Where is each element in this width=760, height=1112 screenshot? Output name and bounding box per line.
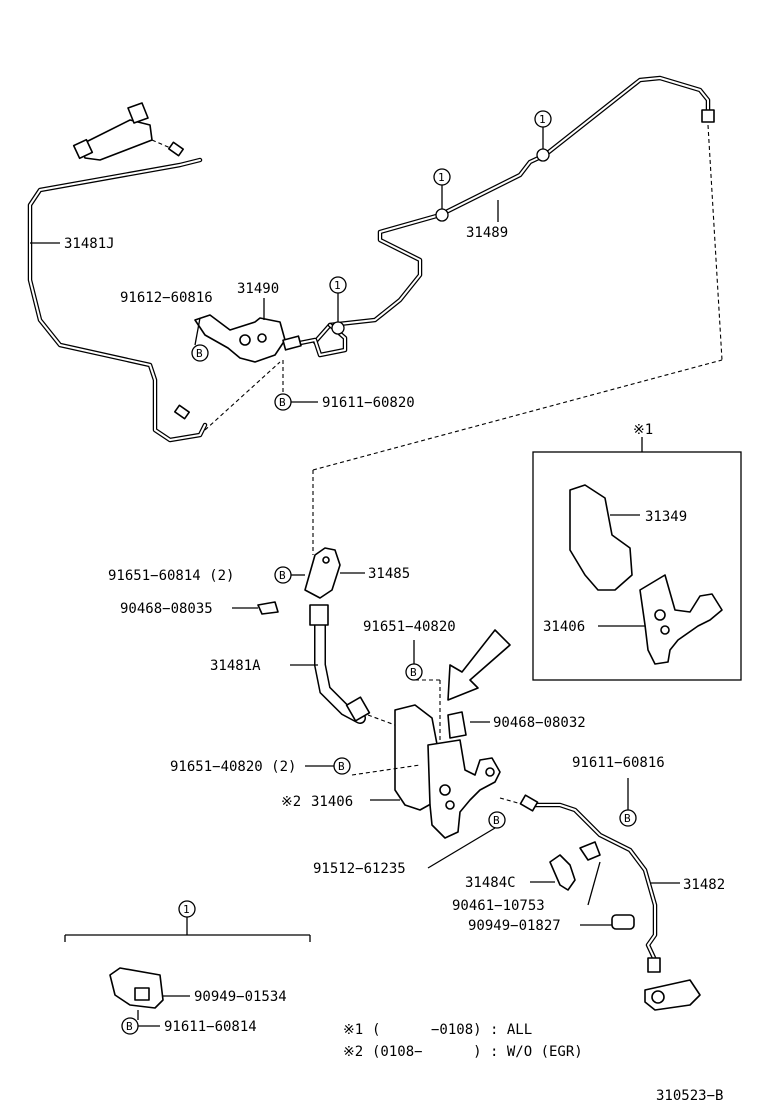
pipe-fitting-lower — [173, 404, 191, 420]
label-90949-01534: 90949−01534 — [194, 989, 287, 1005]
label-31484C: 31484C — [465, 875, 516, 891]
label-31489: 31489 — [466, 225, 508, 241]
svg-text:B: B — [279, 569, 286, 582]
label-91612-60816: 91612−60816 — [120, 290, 213, 306]
brake-pipe-31489 — [287, 75, 723, 361]
bolt-marker-91651-40820-2: B — [305, 757, 351, 775]
bracket-31485 — [304, 359, 723, 599]
note2-marker-main: ※2 — [281, 794, 301, 810]
clamp-markers: 1 1 1 — [329, 110, 552, 335]
svg-text:1: 1 — [539, 113, 546, 126]
label-91512-61235: 91512−61235 — [313, 861, 406, 877]
svg-text:B: B — [196, 347, 203, 360]
grommet-90949-01827 — [580, 914, 635, 930]
part-labels: 31481J 31489 31490 91612−60816 91611−608… — [30, 200, 725, 1035]
label-90949-01827: 90949−01827 — [468, 918, 561, 934]
bolt-marker-91611-60820: B — [274, 393, 318, 411]
label-31481J: 31481J — [64, 236, 115, 252]
svg-text:B: B — [624, 812, 631, 825]
label-31406-main: 31406 — [311, 794, 353, 810]
label-91611-60814: 91611−60814 — [164, 1019, 257, 1035]
inset-detail-clamp: 1 — [64, 900, 311, 1027]
label-91611-60816: 91611−60816 — [572, 755, 665, 771]
clip-90468-08032 — [447, 711, 490, 739]
note1-symbol: ※1 — [343, 1022, 363, 1038]
label-91651-40820: 91651−40820 — [363, 619, 456, 635]
direction-arrow — [447, 629, 511, 701]
diagram-id: 310523−B — [656, 1088, 723, 1104]
note1-marker: ※1 — [633, 422, 653, 438]
label-91651-60814: 91651−60814 (2) — [108, 568, 234, 584]
bracket-31406-main — [351, 679, 526, 869]
label-90461-10753: 90461−10753 — [452, 898, 545, 914]
brake-pipe-31482 — [519, 794, 680, 973]
bolt-marker-91611-60816: B — [619, 778, 637, 827]
flexible-hose-31481A — [290, 604, 396, 726]
clip-90468-08035 — [232, 601, 279, 615]
brake-pipe-31481J — [27, 157, 208, 443]
master-cylinder — [72, 102, 176, 161]
bolt-marker-91651-40820: B — [405, 640, 423, 681]
label-90468-08035: 90468−08035 — [120, 601, 213, 617]
bolt-marker-91651-60814: B — [274, 566, 305, 584]
note2-symbol: ※2 — [343, 1044, 363, 1060]
junction-bracket-31490 — [194, 298, 302, 431]
bracket-31484C — [530, 854, 576, 891]
label-90468-08032: 90468−08032 — [493, 715, 586, 731]
pipe-fitting-upper — [167, 141, 185, 157]
label-31481A: 31481A — [210, 658, 261, 674]
bolt-marker-91611-60814: B — [121, 1017, 139, 1035]
notes: ※1 ( −0108) : ALL ※2 (0108− ) : W/O (EGR… — [343, 1022, 583, 1060]
note2-text: (0108− ) : W/O (EGR) — [372, 1044, 583, 1060]
label-31482: 31482 — [683, 877, 725, 893]
inset-box-note1 — [532, 437, 742, 681]
label-31490: 31490 — [237, 281, 279, 297]
label-31349: 31349 — [645, 509, 687, 525]
bolt-marker-91612: B — [191, 344, 209, 362]
bolt-marker-91512: B — [488, 811, 506, 829]
note1-text: ( −0108) : ALL — [372, 1022, 532, 1038]
svg-text:1: 1 — [438, 171, 445, 184]
svg-text:B: B — [126, 1020, 133, 1033]
svg-text:B: B — [493, 814, 500, 827]
svg-text:1: 1 — [183, 903, 190, 916]
svg-text:B: B — [279, 396, 286, 409]
svg-text:B: B — [338, 760, 345, 773]
wheel-cylinder — [644, 979, 701, 1011]
svg-text:1: 1 — [334, 279, 341, 292]
label-91651-40820-2: 91651−40820 (2) — [170, 759, 296, 775]
label-31485: 31485 — [368, 566, 410, 582]
clip-90461-10753 — [579, 841, 601, 906]
svg-text:B: B — [410, 666, 417, 679]
label-31406-inset: 31406 — [543, 619, 585, 635]
label-91611-60820: 91611−60820 — [322, 395, 415, 411]
